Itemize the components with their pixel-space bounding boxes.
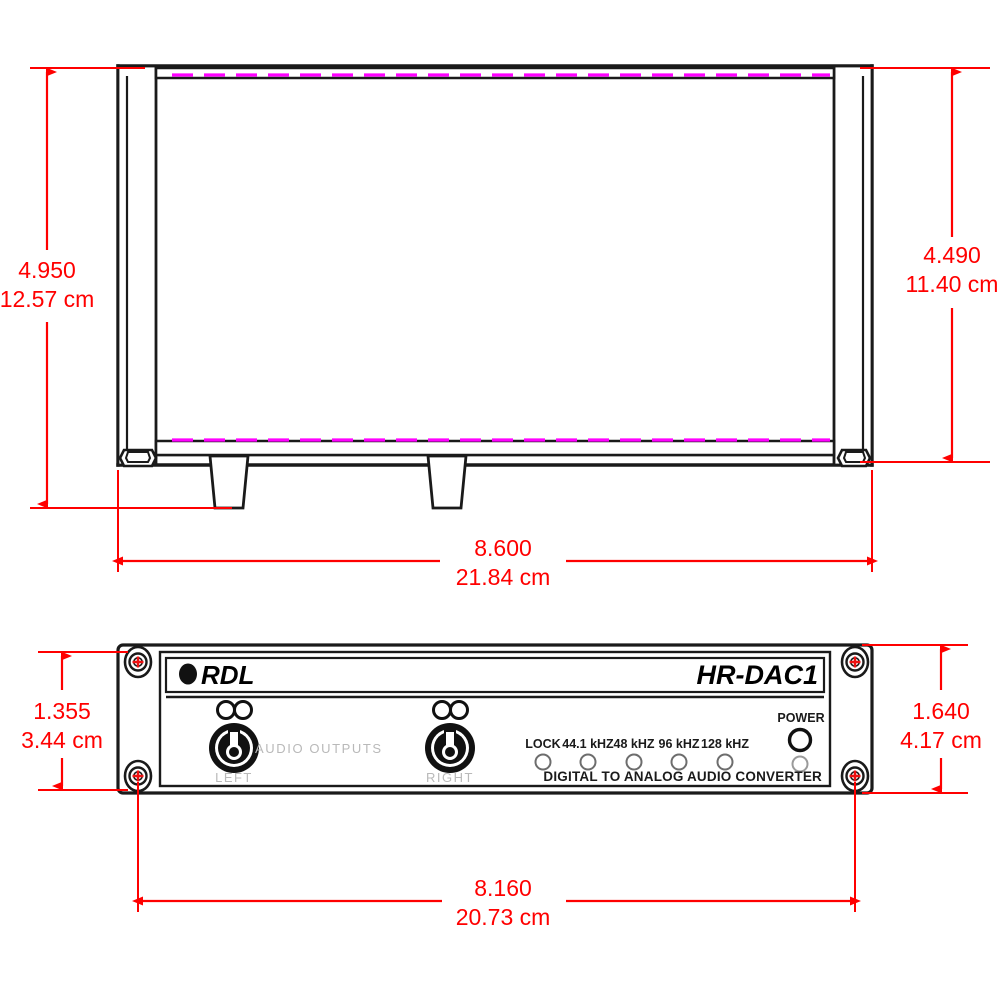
dimension-front-left-height: 1.355 3.44 cm (21, 651, 128, 791)
dimension-front-width: 8.160 20.73 cm (132, 782, 861, 930)
model-label: HR-DAC1 (697, 660, 819, 690)
dimension-front-left-inches: 1.355 (33, 698, 91, 724)
led-96khz-icon (670, 753, 688, 771)
front-panel-header-bar (164, 656, 826, 694)
indicator-label-48khz: 48 kHZ (614, 737, 655, 751)
dimension-side-right-inches: 4.490 (923, 242, 981, 268)
side-elevation-view: 4.950 12.57 cm 4.490 11.40 cm 8.600 21.8… (0, 64, 999, 590)
indicator-128khz: 128 kHZ (701, 737, 749, 771)
xlr-mount-hole-icon (216, 700, 236, 720)
dimension-front-width-metric: 20.73 cm (456, 904, 551, 930)
indicator-label-96khz: 96 kHZ (659, 737, 700, 751)
xlr-connector-right[interactable]: RIGHT (425, 700, 475, 786)
dimension-side-left-metric: 12.57 cm (0, 286, 94, 312)
brand-label: RDL (201, 660, 254, 690)
audio-outputs-label: AUDIO OUTPUTS (255, 741, 383, 756)
led-441khz-icon (579, 753, 597, 771)
power-led-icon (791, 755, 809, 773)
indicator-441khz: 44.1 kHZ (562, 737, 614, 771)
xlr-connector-left[interactable]: LEFT (209, 700, 259, 786)
dimension-side-right-metric: 11.40 cm (906, 271, 999, 297)
rack-screw-top-left[interactable] (123, 645, 153, 679)
converter-tagline: DIGITAL TO ANALOG AUDIO CONVERTER (543, 769, 822, 784)
xlr-mount-hole-icon (449, 700, 469, 720)
left-foot-bracket (118, 448, 158, 468)
dimension-front-right-inches: 1.640 (912, 698, 970, 724)
chassis-bottom-plate (154, 439, 836, 457)
left-end-cap (116, 64, 158, 467)
dimension-side-width-inches: 8.600 (474, 535, 532, 561)
indicator-label-441khz: 44.1 kHZ (562, 737, 614, 751)
dimension-side-width: 8.600 21.84 cm (112, 470, 878, 590)
indicator-label-128khz: 128 kHZ (701, 737, 749, 751)
dimension-side-right-height: 4.490 11.40 cm (860, 67, 999, 463)
led-lock-icon (534, 753, 552, 771)
dimension-front-right-metric: 4.17 cm (900, 727, 982, 753)
dimension-side-left-height: 4.950 12.57 cm (0, 67, 232, 509)
power-control-group[interactable]: POWER (777, 711, 825, 773)
dimension-front-width-inches: 8.160 (474, 875, 532, 901)
led-128khz-icon (716, 753, 734, 771)
chassis-inner-rails (125, 76, 865, 455)
xlr-mount-hole-icon (432, 700, 452, 720)
xlr-mount-hole-icon (233, 700, 253, 720)
chassis-foot-right (426, 454, 468, 510)
indicator-48khz: 48 kHZ (614, 737, 655, 771)
dimension-side-left-inches: 4.950 (18, 257, 76, 283)
right-end-cap (832, 64, 874, 467)
right-foot-bracket (836, 448, 872, 468)
xlr-right-label: RIGHT (426, 770, 474, 785)
chassis-foot-left (208, 454, 250, 510)
dimension-front-left-metric: 3.44 cm (21, 727, 103, 753)
dimension-front-right-height: 1.640 4.17 cm (862, 644, 982, 794)
power-label: POWER (777, 711, 824, 725)
indicator-label-lock: LOCK (525, 737, 560, 751)
power-button[interactable] (787, 727, 813, 753)
indicator-lock: LOCK (525, 737, 561, 771)
xlr-left-label: LEFT (215, 770, 253, 785)
indicator-96khz: 96 kHZ (659, 737, 700, 771)
rack-screw-top-right[interactable] (840, 645, 870, 679)
dimension-side-width-metric: 21.84 cm (456, 564, 551, 590)
rdl-logo-dot-icon (179, 663, 197, 685)
front-panel-view: RDL HR-DAC1 (21, 643, 982, 930)
led-48khz-icon (625, 753, 643, 771)
